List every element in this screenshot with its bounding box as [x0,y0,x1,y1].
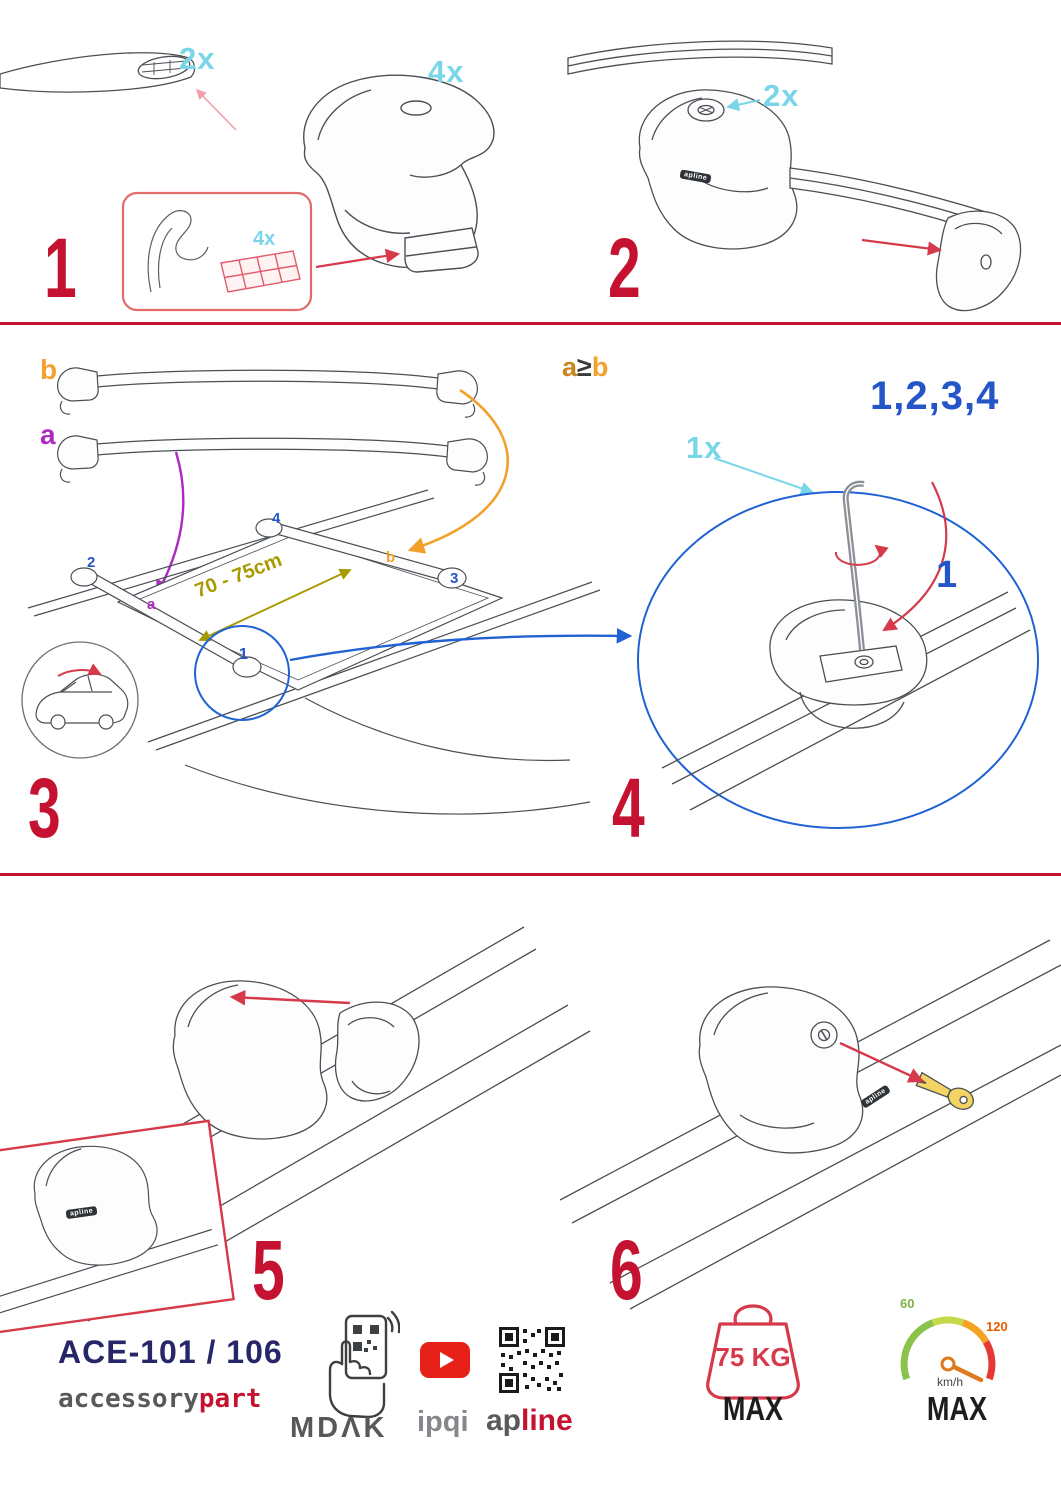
tighten-sequence-arrow [882,481,948,632]
step6-illustration [559,939,1061,1310]
section-divider-2 [0,873,1061,876]
step2-number: 2 [608,221,641,315]
bar-a-label: a [40,419,56,450]
foot-number-1: 1 [239,646,248,663]
step5-illustration [21,926,591,1322]
brand-part: part [198,1384,262,1414]
zoom-illustration [661,480,1031,811]
max-load-value: 75 KG [715,1342,791,1372]
condition-a: a [562,352,578,382]
bar-quantity-label: 2x [179,41,216,76]
insert-arrow [229,989,351,1006]
max-speed-label: MAX [926,1390,988,1427]
inset-arrow [315,248,401,269]
brand-apline-line: line [521,1404,573,1437]
step6-number: 6 [610,1223,643,1317]
brand-apline: apline [486,1406,573,1436]
brand-apline-ap: ap [486,1404,522,1437]
first-tighten-number: 1 [936,554,958,596]
roof-label-b: b [386,549,396,566]
crossbar-a-illustration [57,435,488,486]
condition-operator: ≥ [577,352,592,382]
foot-number-4: 4 [272,510,281,527]
crossbar-b-illustration [57,367,478,418]
allen-key-illustration [842,480,865,651]
key-illustration [915,1071,974,1110]
foot-number-3: 3 [450,570,459,587]
step5-inset [0,1119,235,1337]
speed-unit-label: km/h [936,1375,963,1389]
car-inset [21,641,139,759]
speed-tick-high: 120 [986,1319,1008,1334]
tighten-sequence-label: 1,2,3,4 [870,374,1000,418]
roof-bar-illustration [0,52,196,93]
bottom-band-illustration [0,926,1061,1337]
speed-limit-icon [900,1316,996,1383]
step1-number: 1 [44,221,77,315]
detail-highlight-circle [194,625,290,721]
brand-accessorypart: accessorypart [58,1386,262,1412]
rear-crossbar-mounted [255,518,467,589]
knob-arrow [726,98,761,111]
pad-quantity-label: 4x [253,228,276,250]
condition-label: a≥b [562,354,608,381]
allen-key-arrow [713,457,814,495]
step4-number: 4 [612,761,645,855]
zoom-ellipse [637,491,1039,829]
cap-arrow [195,88,237,131]
middle-band-illustration [21,367,1039,829]
cover-arrow [861,238,943,256]
bar-b-label: b [40,354,58,385]
brand-ipqi: ipqi [417,1406,469,1438]
foot-illustration-step1 [303,74,495,273]
max-load-label: MAX [722,1390,784,1427]
step5-number: 5 [252,1223,285,1317]
condition-b: b [591,352,609,382]
detail-link-arrow [289,627,633,662]
phone-scan-icon [328,1310,400,1419]
speed-tick-low: 60 [900,1296,915,1311]
brand-mdak: MDΛK [290,1412,388,1444]
foot-number-2: 2 [87,554,96,571]
key-arrow [839,1041,925,1083]
youtube-icon [420,1342,470,1378]
product-code: ACE-101 / 106 [58,1334,283,1370]
brand-accessory: accessory [58,1384,199,1414]
pad-inset [121,191,313,312]
section-divider-1 [0,322,1061,325]
roof-label-a: a [147,596,156,613]
qr-code-icon [497,1325,567,1395]
step3-number: 3 [28,761,61,855]
rotate-arrow [834,544,889,566]
top-band-illustration [0,40,1022,312]
bar-a-position-arrow [155,451,185,597]
front-crossbar-mounted [70,567,262,678]
foot-illustration-step2 [567,40,1022,312]
rubber-pad-grid [220,250,301,293]
knob-quantity-label: 2x [763,78,800,113]
weight-limit-icon [706,1304,800,1400]
bar-b-position-arrow [407,388,509,554]
foot-quantity-label: 4x [428,54,465,89]
allen-key-quantity-label: 1x [686,430,723,465]
